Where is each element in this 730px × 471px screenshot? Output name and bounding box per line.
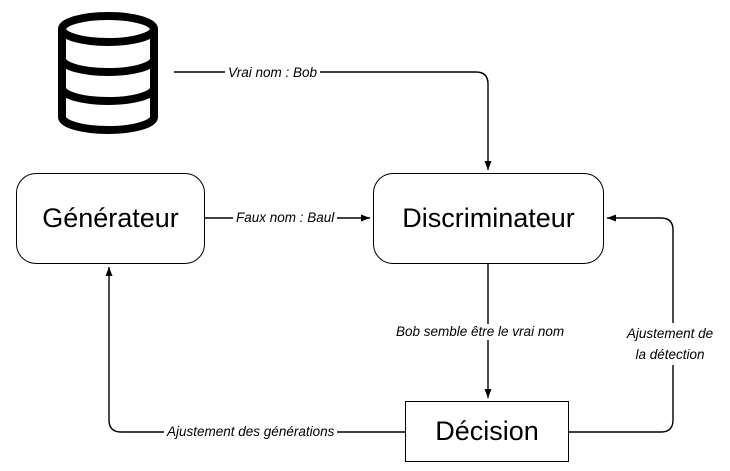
discriminator-label: Discriminateur: [402, 203, 575, 233]
discriminator-node: Discriminateur: [373, 173, 604, 264]
generator-adjust-label: Ajustement des générations: [164, 424, 338, 440]
edge-real-name: [174, 71, 492, 170]
generator-label: Générateur: [42, 203, 179, 233]
detection-adjust-line2: la détection: [635, 347, 705, 362]
real-name-label: Vrai nom : Bob: [225, 65, 321, 81]
fake-name-label: Faux nom : Baul: [233, 210, 338, 226]
decision-node: Décision: [405, 401, 569, 462]
decision-output-label: Bob semble être le vrai nom: [393, 324, 568, 340]
detection-adjust-label: Ajustement de la détection: [620, 323, 720, 365]
edge-generator-adjust: [105, 267, 405, 433]
decision-label: Décision: [435, 416, 539, 446]
database-icon: [58, 12, 158, 134]
generator-node: Générateur: [16, 173, 205, 264]
detection-adjust-line1: Ajustement de: [626, 326, 714, 341]
